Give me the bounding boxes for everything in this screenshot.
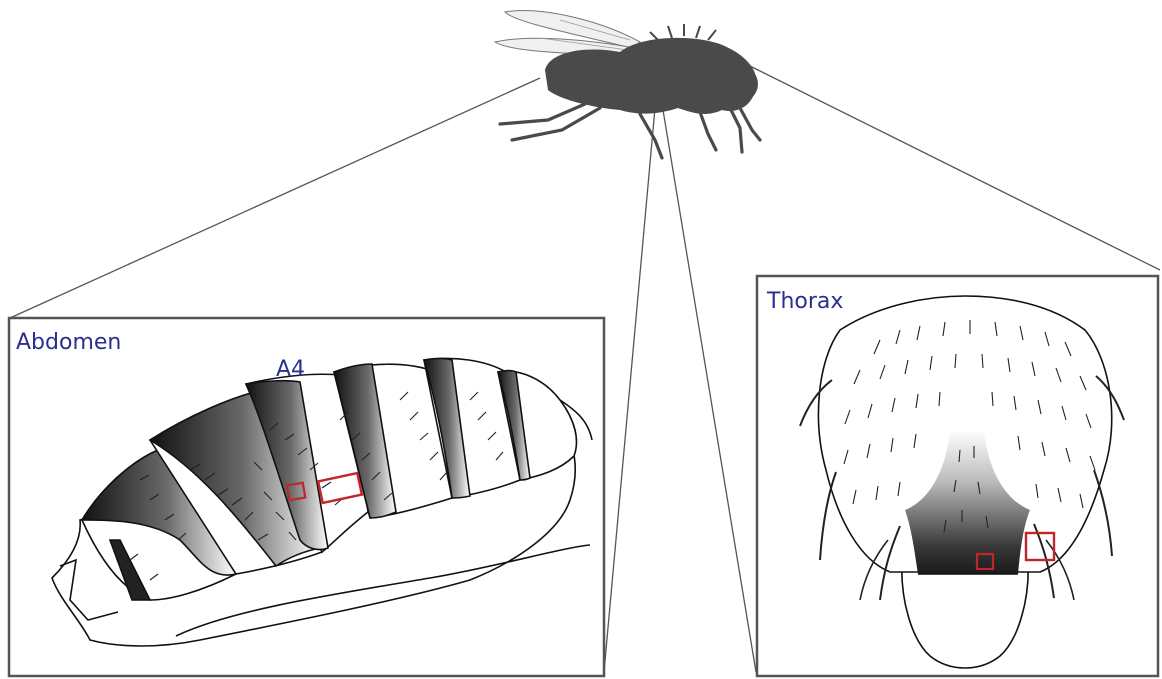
projection-line-abdomen-right: [604, 108, 655, 672]
fly-silhouette-icon: [495, 11, 760, 158]
projection-line-abdomen-left: [10, 78, 540, 318]
projection-line-thorax-right: [750, 66, 1160, 270]
thorax-drawing: [818, 296, 1111, 668]
projection-line-thorax-left: [663, 110, 756, 672]
